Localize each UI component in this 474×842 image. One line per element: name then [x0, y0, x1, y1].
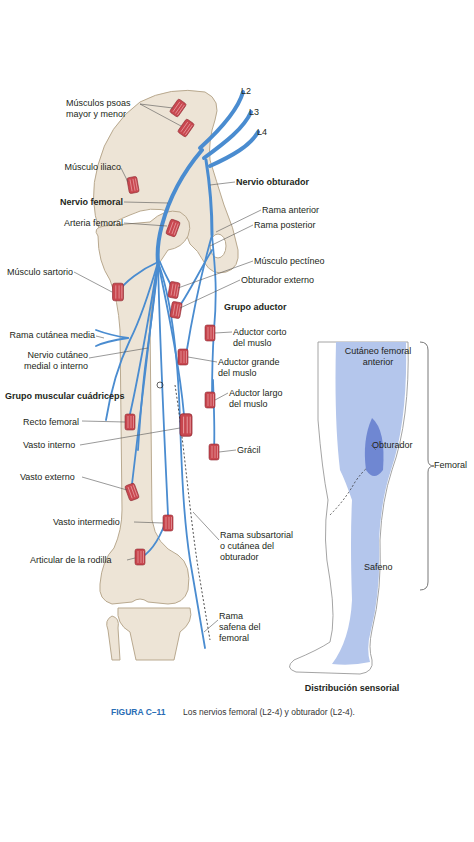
leader-line — [89, 348, 148, 358]
anatomy-label: Músculo pectíneo — [254, 256, 325, 267]
figure-number: FIGURA C–11 — [111, 707, 165, 718]
group-label: Distribución sensorial — [305, 683, 400, 694]
leader-line — [210, 182, 235, 185]
nerve-branch — [158, 262, 168, 515]
anatomy-label: L2 — [241, 86, 251, 97]
leader-line — [121, 168, 128, 182]
muscle-icon — [205, 392, 215, 408]
anatomy-label: Aductor corto del muslo — [233, 327, 295, 349]
figure-caption: Los nervios femoral (L2-4) y obturador (… — [183, 707, 355, 718]
muscle-icon — [163, 515, 173, 531]
anatomy-label: Recto femoral — [23, 417, 79, 428]
anatomy-label: L4 — [257, 127, 267, 138]
leader-line — [210, 225, 253, 246]
anatomy-label: Rama safena del femoral — [219, 611, 265, 644]
femur-bone — [96, 211, 190, 604]
anatomy-label: Rama subsartorial o cutánea del obturado… — [220, 530, 300, 563]
anatomy-label: Obturador externo — [241, 275, 314, 286]
leader-line — [140, 104, 181, 126]
dotted-course — [175, 385, 210, 640]
group-label: Nervio femoral — [60, 197, 123, 208]
leader-line — [140, 104, 173, 108]
leader-line — [193, 512, 219, 540]
dashed-boundary — [330, 468, 367, 515]
leader-line — [74, 272, 112, 292]
anatomy-label: Rama cutánea media — [9, 330, 95, 341]
muscle-icon — [170, 301, 183, 318]
anatomy-label: Aductor largo del muslo — [229, 388, 291, 410]
muscle-icon — [135, 549, 145, 565]
anatomy-label: Femoral — [434, 460, 467, 471]
nerve-branch — [213, 380, 214, 450]
leader-line — [215, 332, 232, 333]
muscle-icon — [125, 414, 135, 430]
anatomy-label: L3 — [249, 107, 259, 118]
muscle-icon — [125, 483, 140, 501]
nerve-branch — [130, 262, 158, 414]
leader-line — [124, 223, 167, 226]
leader-line — [188, 357, 217, 362]
anatomy-label: Nervio cutáneo medial o interno — [16, 350, 88, 372]
nerve-root — [210, 132, 258, 166]
leader-line — [124, 202, 168, 203]
anatomy-label: Arteria femoral — [64, 218, 123, 229]
leader-line — [80, 428, 180, 445]
muscle-icon — [180, 414, 192, 436]
nerve-root — [200, 92, 243, 148]
anatomy-label: Cutáneo femoral anterior — [341, 346, 415, 368]
muscle-icon — [205, 325, 215, 341]
leader-line — [204, 620, 218, 632]
muscle-icon — [209, 444, 219, 460]
nerve-root — [204, 112, 251, 158]
muscle-icon — [168, 281, 181, 298]
marker-ring — [157, 382, 163, 388]
leg-outline — [289, 342, 408, 674]
leader-line — [219, 450, 236, 452]
femoral-nerve — [158, 150, 202, 262]
leader-line — [127, 558, 135, 560]
anatomy-label: Vasto interno — [23, 440, 75, 451]
muscle-icon — [178, 349, 188, 365]
nerve-branch — [118, 262, 158, 292]
femoral-sensory-area — [332, 342, 406, 665]
leader-line — [215, 393, 228, 400]
anatomy-label: Articular de la rodilla — [30, 555, 112, 566]
bracket — [420, 342, 434, 590]
leader-line — [82, 421, 125, 422]
tibia-bone — [118, 608, 191, 660]
nerve-branch — [132, 262, 158, 484]
anatomy-label: Músculo iliaco — [64, 162, 121, 173]
group-label: Grupo aductor — [224, 302, 287, 313]
muscle-icon — [113, 283, 124, 301]
anatomy-label: Rama anterior — [262, 205, 319, 216]
fibula-bone — [107, 616, 120, 660]
group-label: Grupo muscular cuádriceps — [5, 391, 125, 402]
leader-line — [82, 477, 127, 490]
nerve-branch — [96, 338, 128, 346]
anatomy-label: Músculos psoas mayor y menor — [66, 98, 138, 120]
leader-line — [96, 336, 104, 338]
anatomy-label: Safeno — [364, 562, 393, 573]
muscle-icon — [166, 219, 181, 237]
anatomy-label: Vasto externo — [20, 472, 75, 483]
nerve-branch — [178, 250, 212, 308]
nerve-branch — [96, 330, 128, 338]
anatomy-label: Grácil — [237, 445, 261, 456]
group-label: Nervio obturador — [236, 177, 309, 188]
muscle-icon — [127, 176, 140, 193]
anatomy-label: Rama posterior — [254, 220, 316, 231]
obturator-nerve — [206, 160, 212, 235]
anatomy-label: Aductor grande del muslo — [218, 357, 284, 379]
nerve-branch — [158, 262, 205, 648]
nerve-branch — [212, 235, 216, 400]
leader-line — [134, 522, 163, 523]
anatomy-label: Músculo sartorio — [7, 267, 73, 278]
anatomy-label: Vasto intermedio — [53, 517, 120, 528]
muscle-icon — [177, 119, 194, 138]
anatomy-label: Obturador — [372, 440, 413, 451]
